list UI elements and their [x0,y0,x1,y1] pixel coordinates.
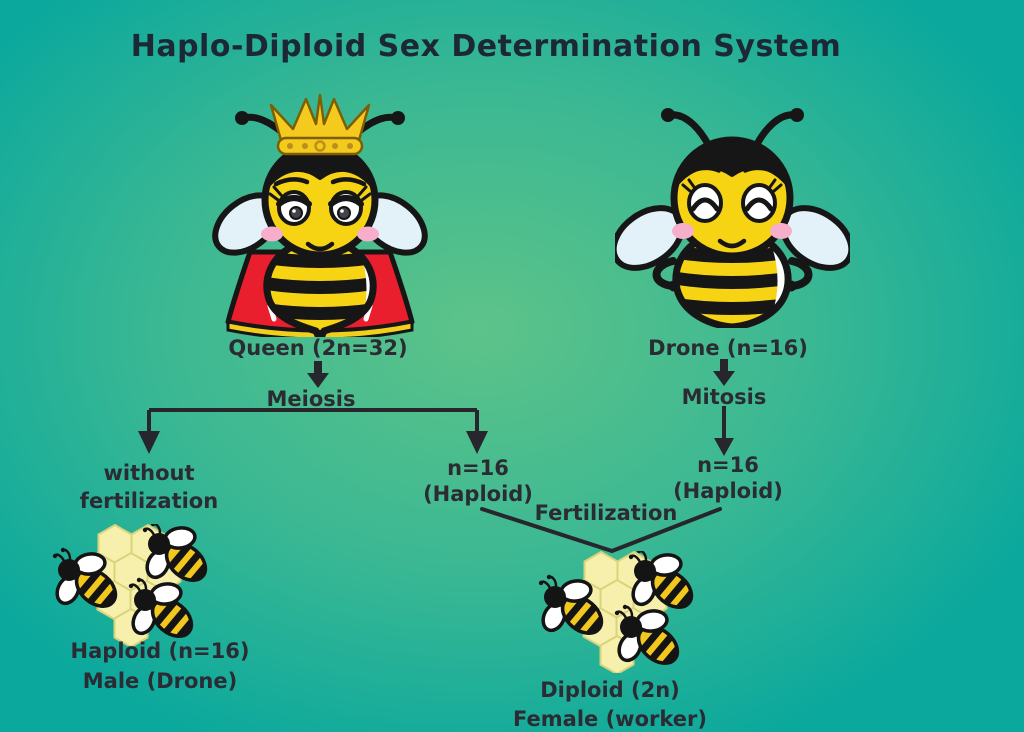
queen-down-arrow-icon [307,361,329,388]
mitosis-label: Mitosis [681,385,767,409]
queen-label: Queen (2n=32) [228,336,408,360]
queen-bee-icon [212,93,428,337]
meiosis-label: Meiosis [266,387,356,411]
male-outcome-label: Haploid (n=16) Male (Drone) [70,639,250,694]
meiosis-branch-arrows-icon [138,408,488,454]
without-fertilization-label: without fertilization [79,461,219,514]
drone-down-arrow-icon [713,359,735,386]
egg-haploid-label: n=16 (Haploid) [423,456,533,507]
diagram-title: Haplo-Diploid Sex Determination System [130,29,842,64]
fertilization-label: Fertilization [534,501,678,525]
mitosis-down-arrow-icon [714,406,734,456]
sperm-haploid-label: n=16 (Haploid) [673,453,783,504]
female-outcome-label: Diploid (2n) Female (worker) [513,678,707,732]
female-worker-bees-honeycomb-icon [538,551,728,673]
drone-label: Drone (n=16) [648,336,808,360]
male-drone-bees-honeycomb-icon [52,524,242,646]
crown-icon [269,93,371,156]
fertilization-converge-lines-icon [480,507,722,553]
drone-bee-icon [615,108,850,328]
